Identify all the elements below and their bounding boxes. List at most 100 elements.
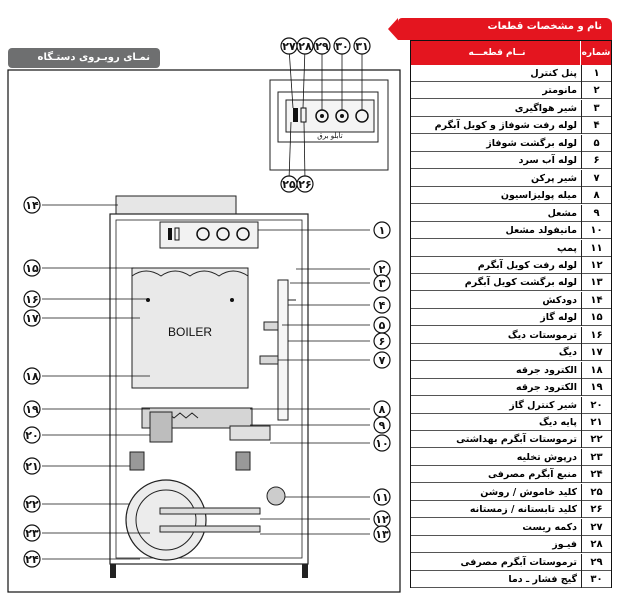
callout-26: ۲۶ <box>296 175 314 193</box>
callout-19: ۱۹ <box>23 400 41 418</box>
callout-10: ۱۰ <box>373 434 391 452</box>
callout-number: ۱۷ <box>25 312 39 325</box>
parts-table-header: شماره نــام قطعـــه <box>411 41 611 65</box>
row-part-name: پایه دیگ <box>539 417 577 428</box>
callout-number: ۲۸ <box>298 40 312 53</box>
table-row: ۱۸ الکترود جرقه <box>411 361 611 379</box>
row-number: ۲۰ <box>581 396 611 414</box>
callout-18: ۱۸ <box>23 367 41 385</box>
callout-number: ۲۱ <box>25 460 38 473</box>
table-row: ۲۰ شیر کنترل گاز <box>411 396 611 414</box>
row-part-name: درپوش تخلیه <box>516 451 577 463</box>
row-number: ۴ <box>581 117 611 135</box>
column-header-name: نــام قطعـــه <box>468 48 526 58</box>
callout-7: ۷ <box>373 351 391 369</box>
row-part-name: مشعل <box>547 207 577 219</box>
callout-number: ۵ <box>379 319 386 332</box>
callout-4: ۴ <box>373 296 391 314</box>
callout-number: ۲۹ <box>315 40 329 53</box>
row-number: ۱۳ <box>581 274 611 292</box>
row-number: ۲۹ <box>581 553 611 571</box>
row-part-name: دیگ <box>558 347 577 359</box>
row-part-name: کلید تابستانه / زمستانه <box>469 504 577 516</box>
callout-number: ۳۰ <box>335 40 348 53</box>
row-part-name: شیر کنترل گاز <box>509 399 577 411</box>
boiler-label: BOILER <box>168 325 212 339</box>
callout-number: ۹ <box>379 419 386 432</box>
row-part-name: الکترود جرقه <box>516 364 577 376</box>
row-number: ۱۴ <box>581 291 611 309</box>
row-part-name: لوله گاز <box>540 312 577 324</box>
callout-number: ۸ <box>379 403 386 416</box>
callout-number: ۲۴ <box>25 553 39 566</box>
callout-number: ۱۶ <box>25 293 38 306</box>
row-part-name: شیر هواگیری <box>514 102 577 114</box>
callout-number: ۱۸ <box>25 370 39 383</box>
row-part-name: میله پولیزاسیون <box>500 190 577 202</box>
row-number: ۲۸ <box>581 536 611 554</box>
callout-16: ۱۶ <box>23 290 41 308</box>
row-part-name: پمپ <box>557 242 577 254</box>
row-part-name: لوله رفت شوفاژ و کویل آبگرم <box>434 120 577 132</box>
row-number: ۱۸ <box>581 361 611 379</box>
row-part-name: گیج فشار ـ دما <box>508 574 577 586</box>
row-number: ۳۰ <box>581 571 611 589</box>
row-number: ۱۱ <box>581 239 611 257</box>
row-number: ۸ <box>581 187 611 205</box>
row-part-name: شیر پرکن <box>531 172 577 184</box>
row-number: ۲۷ <box>581 518 611 536</box>
callout-number: ۱۳ <box>375 528 389 541</box>
callout-24: ۲۴ <box>23 550 41 568</box>
panel-caption: تابلو برق <box>317 132 342 140</box>
callout-1: ۱ <box>373 221 391 239</box>
callout-number: ۲۵ <box>282 178 296 191</box>
row-part-name: الکترود جرقه <box>516 382 577 394</box>
callout-3: ۳ <box>373 274 391 292</box>
row-number: ۲۱ <box>581 414 611 431</box>
row-part-name: مانومتر <box>542 85 577 97</box>
callout-23: ۲۳ <box>23 524 41 542</box>
row-number: ۳ <box>581 99 611 117</box>
callout-number: ۱۵ <box>25 262 39 275</box>
drawing-frame <box>7 69 401 593</box>
callout-12: ۱۲ <box>373 510 391 528</box>
callout-22: ۲۲ <box>23 495 41 513</box>
parts-header-banner: نام و مشخصات قطعات <box>388 18 612 40</box>
callout-5: ۵ <box>373 316 391 334</box>
row-number: ۲۲ <box>581 431 611 449</box>
row-part-name: لوله برگشت شوفاژ <box>486 137 577 149</box>
callout-21: ۲۱ <box>23 457 41 475</box>
boiler-front-drawing: تابلو برق BOILER <box>7 47 401 593</box>
callout-number: ۲۰ <box>25 429 38 442</box>
column-header-number: شماره <box>580 41 611 65</box>
row-number: ۲۳ <box>581 448 611 466</box>
callout-29: ۲۹ <box>313 37 331 55</box>
row-part-name: پنل کنترل <box>530 68 577 79</box>
callout-number: ۱۲ <box>375 513 389 526</box>
table-row: ۴ لوله رفت شوفاژ و کویل آبگرم <box>411 117 611 135</box>
row-part-name: لوله آب سرد <box>518 155 577 167</box>
table-row: ۲۳ درپوش تخلیه <box>411 448 611 466</box>
row-number: ۱۹ <box>581 379 611 397</box>
row-number: ۶ <box>581 152 611 170</box>
callout-17: ۱۷ <box>23 309 41 327</box>
callout-8: ۸ <box>373 400 391 418</box>
callout-number: ۲۳ <box>25 527 39 540</box>
callout-number: ۲۷ <box>282 40 296 53</box>
callout-number: ۷ <box>379 354 386 367</box>
callout-number: ۳۱ <box>355 40 368 53</box>
